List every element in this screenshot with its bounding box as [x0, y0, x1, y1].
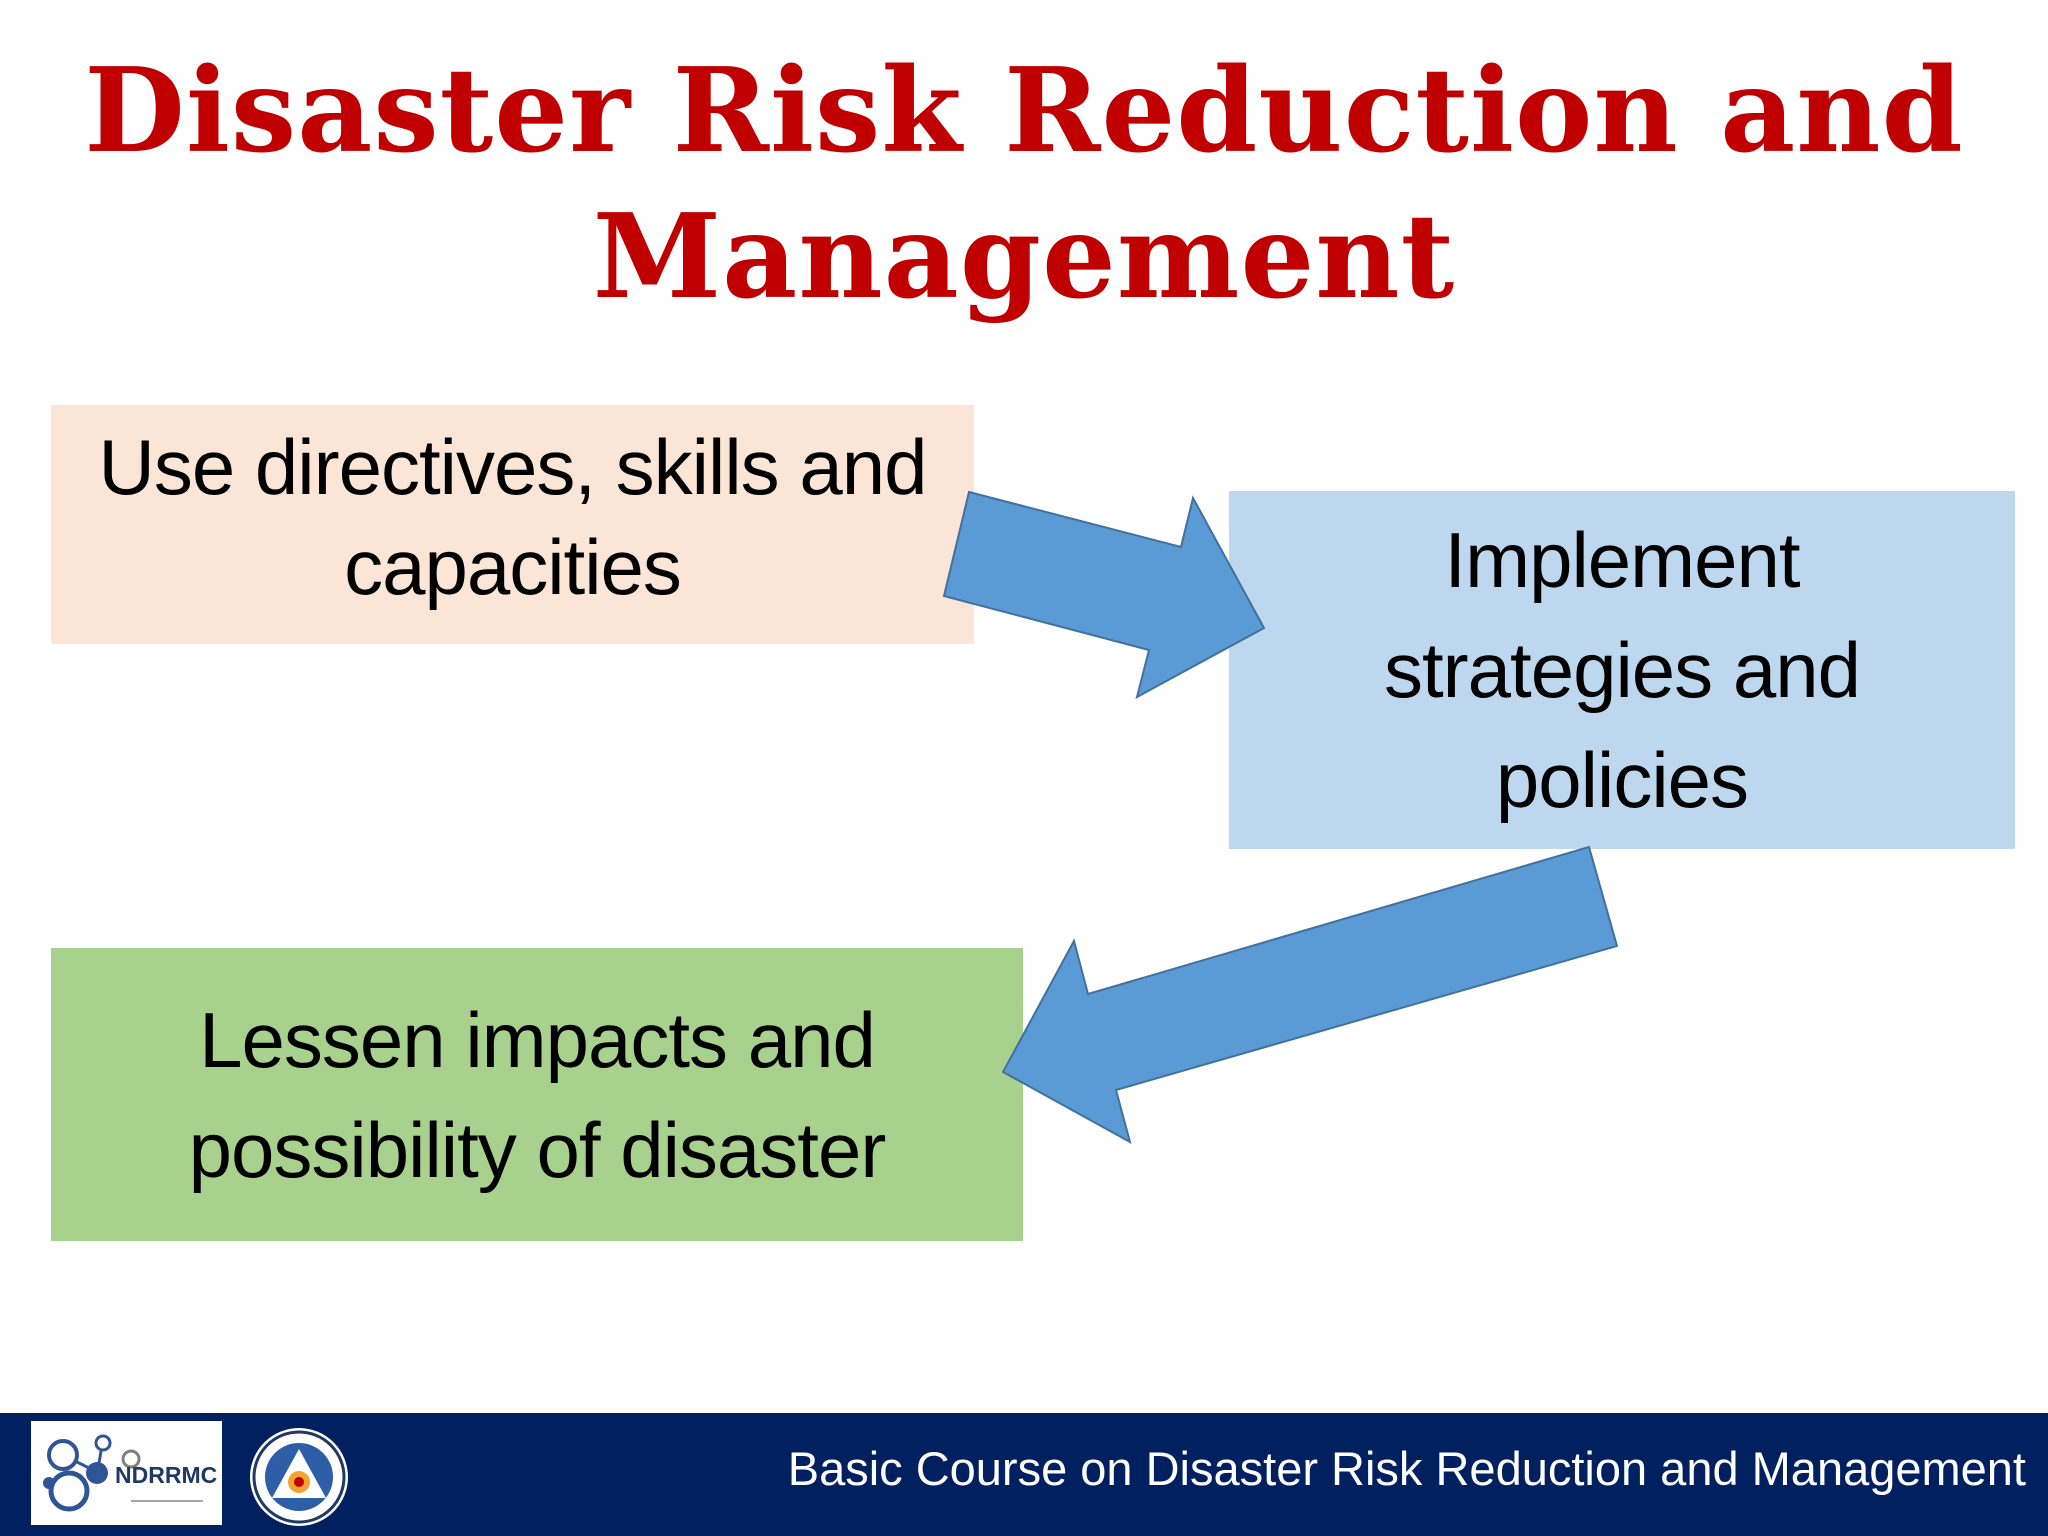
- ocd-seal-icon: [250, 1428, 348, 1526]
- box-implement-line-2: strategies and: [1384, 626, 1861, 714]
- slide-title-line-2: Management: [592, 189, 1456, 325]
- box-use-directives-line-1: Use directives, skills and: [98, 423, 928, 511]
- arrow-implement-to-lessen: [1001, 845, 1619, 1145]
- slide-title-line-1: Disaster Risk Reduction and: [84, 43, 1964, 179]
- box-use-directives-line-2: capacities: [344, 523, 682, 611]
- box-lessen-line-1: Lessen impacts and: [199, 995, 876, 1084]
- box-lessen-line-2: possibility of disaster: [188, 1105, 887, 1194]
- box-implement-strategies: Implement strategies and policies: [1229, 491, 2015, 849]
- ndrrmc-logo-icon: NDRRMC: [43, 1434, 217, 1512]
- footer-bar: NDRRMC Basic Course on Disaster Risk Red…: [0, 1413, 2048, 1536]
- ndrrmc-logo: NDRRMC: [31, 1421, 222, 1525]
- arrow-directives-to-implement: [942, 490, 1266, 699]
- box-implement-line-3: policies: [1495, 736, 1749, 824]
- footer-course-title: Basic Course on Disaster Risk Reduction …: [787, 1442, 2026, 1495]
- box-implement-line-1: Implement: [1444, 516, 1800, 604]
- svg-text:NDRRMC: NDRRMC: [115, 1462, 217, 1488]
- box-use-directives: Use directives, skills and capacities: [51, 405, 974, 644]
- box-lessen-impacts: Lessen impacts and possibility of disast…: [51, 948, 1023, 1241]
- slide-title: Disaster Risk Reduction and Management: [0, 38, 2048, 330]
